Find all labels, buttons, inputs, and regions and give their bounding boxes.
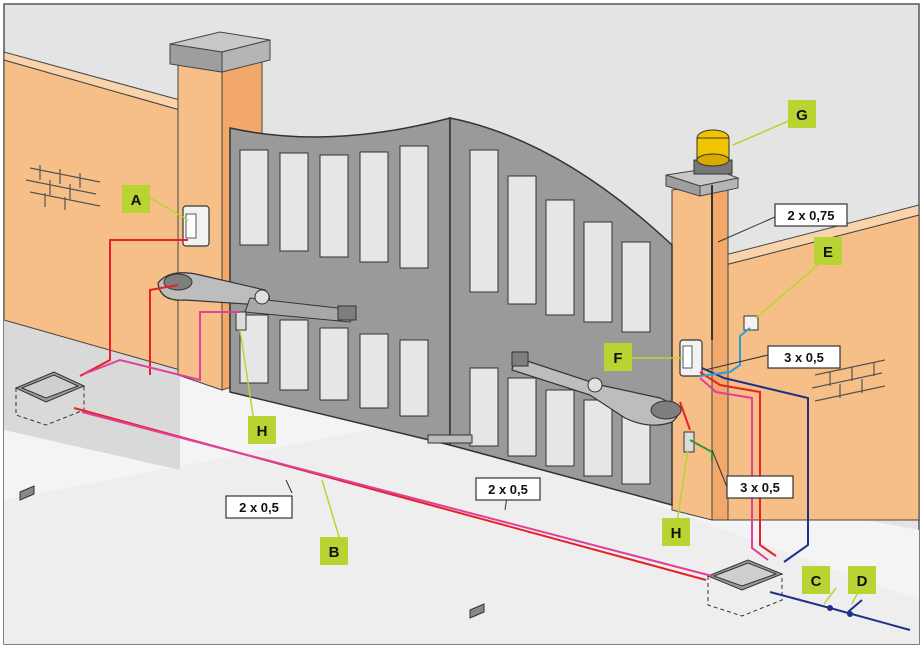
label-leaders (149, 115, 861, 605)
gate-opener-arm-right-icon (511, 351, 682, 426)
switch-icon (847, 599, 863, 613)
svg-text:2 x 0,5: 2 x 0,5 (239, 500, 279, 515)
ground-stop-left (19, 485, 35, 501)
switch-contact-d (847, 611, 853, 617)
label-g: G (788, 100, 816, 128)
cable-spec-top-right: 2 x 0,75 (774, 203, 848, 227)
label-a: A (122, 185, 150, 213)
label-c: C (802, 566, 830, 594)
control-unit-right-icon (679, 339, 703, 377)
svg-text:2 x 0,5: 2 x 0,5 (488, 482, 528, 497)
junction-box-left-icon (14, 371, 86, 426)
ground-stop-center (469, 603, 485, 619)
label-e: E (814, 237, 842, 265)
label-h-right: H (662, 518, 690, 546)
label-h-left: H (248, 416, 276, 444)
gate-stop (427, 434, 473, 444)
key-selector-icon (743, 315, 759, 331)
label-f: F (604, 343, 632, 371)
svg-text:H: H (671, 525, 682, 542)
svg-text:D: D (857, 573, 868, 590)
left-gate-leaf (229, 117, 451, 446)
switch-contact-c (827, 605, 833, 611)
junction-box-right-icon (706, 559, 784, 617)
cable-spec-mid-right: 3 x 0,5 (767, 345, 841, 369)
svg-text:H: H (257, 423, 268, 440)
svg-text:E: E (823, 244, 833, 261)
svg-text:A: A (131, 192, 142, 209)
right-pillar (665, 167, 740, 521)
svg-text:F: F (613, 350, 622, 367)
svg-text:C: C (811, 573, 822, 590)
svg-text:2 x 0,75: 2 x 0,75 (788, 208, 835, 223)
flashing-lamp-icon (693, 129, 733, 175)
svg-text:B: B (329, 544, 340, 561)
street (4, 420, 919, 644)
cable-label-leaders (285, 216, 776, 511)
cable-spec-left-lower: 2 x 0,5 (225, 495, 293, 519)
brick-pattern-left-icon (25, 165, 101, 210)
svg-text:3 x 0,5: 3 x 0,5 (740, 480, 780, 495)
cables (73, 185, 911, 631)
cable-spec-center: 2 x 0,5 (475, 477, 541, 501)
svg-text:G: G (796, 107, 808, 124)
gate-opener-arm-icon (157, 272, 357, 323)
photocell-left-icon (235, 311, 247, 331)
left-wall (3, 51, 181, 371)
cable-spec-low-right: 3 x 0,5 (726, 475, 794, 499)
brick-pattern-right-icon (811, 359, 886, 402)
label-b: B (320, 537, 348, 565)
control-unit-icon (182, 205, 210, 247)
svg-text:3 x 0,5: 3 x 0,5 (784, 350, 824, 365)
label-d: D (848, 566, 876, 594)
